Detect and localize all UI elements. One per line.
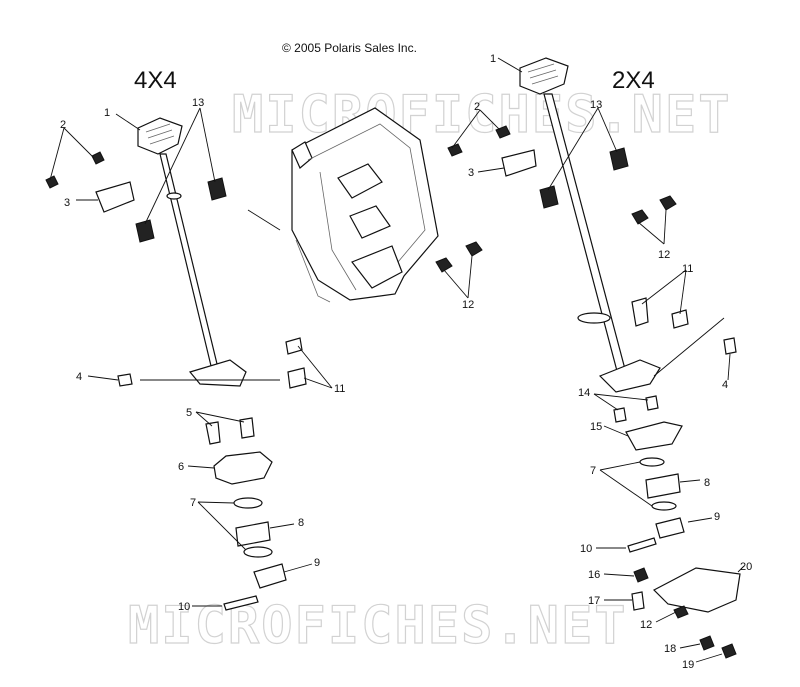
callout-right-3: 3 [468,167,474,179]
right-collar-9 [655,517,685,539]
callout-right-18: 18 [664,643,676,655]
right-fasteners [447,125,741,659]
right-washer-7b [651,501,677,511]
callout-right-16: 16 [588,569,600,581]
right-connector-13b [539,185,559,209]
right-leader-lines [451,57,745,663]
left-shaft-base [188,359,247,387]
callout-left-2: 2 [60,119,66,131]
callout-right-15: 15 [590,421,602,433]
left-bolt-5a [205,421,221,445]
left-clip-3 [95,181,135,213]
heading-4x4: 4X4 [134,67,177,94]
left-bolt-2a [91,151,105,165]
callout-left-1: 1 [104,107,110,119]
callout-left-8: 8 [298,517,304,529]
right-washer-7a [639,457,665,467]
callout-left-11: 11 [334,383,345,395]
frame-bracket [247,107,439,303]
callout-right-13: 13 [590,99,602,111]
nut-12b [465,241,483,257]
heading-2x4: 2X4 [612,67,655,94]
left-bolt-5b [239,417,255,439]
left-connector-13a [207,177,227,201]
right-handlebar-clamp [519,57,569,95]
right-connector-13a [609,147,629,171]
callout-right-10: 10 [580,543,592,555]
callout-right-8: 8 [704,477,710,489]
callout-left-9: 9 [314,557,320,569]
right-nut-12c [673,605,689,619]
right-bolt-2b [447,143,463,157]
left-washer-7a [233,497,263,509]
left-washer-7b [243,546,273,558]
right-bushing-8 [645,473,681,499]
left-pin-10 [223,595,259,611]
left-clamp-11a [285,337,303,355]
right-clamp-11b [671,309,689,329]
callout-right-14: 14 [578,387,590,399]
right-bracket-20 [652,567,741,613]
right-bolt-17 [631,591,645,611]
left-fasteners [45,151,307,611]
left-bushing-8 [235,521,271,547]
right-bolt-18 [699,635,715,651]
callout-right-9: 9 [714,511,720,523]
left-callouts: 1 2 3 4 5 6 7 8 9 10 11 13 12 [60,97,474,613]
callout-left-10: 10 [178,601,190,613]
callout-right-19: 19 [682,659,694,671]
right-bolt-14a [613,407,627,423]
callout-left-6: 6 [178,461,184,473]
watermark-bottom: MICROFICHES.NET [128,596,628,656]
callout-right-12a: 12 [658,249,670,261]
callout-right-12b: 12 [640,619,652,631]
callout-right-11: 11 [682,263,693,275]
right-bolt-14b [645,395,659,411]
callout-left-13: 13 [192,97,204,109]
right-shaft-base [598,359,661,393]
center-nuts-12 [435,241,483,299]
right-nut-12b [659,195,677,211]
callout-right-2: 2 [474,101,480,113]
left-leader-lines [49,107,333,607]
right-housing-15 [625,421,683,451]
callout-right-7: 7 [590,465,596,477]
callout-left-3: 3 [64,197,70,209]
left-steering-post [137,117,247,387]
right-bolt-4 [723,337,737,355]
left-clamp-11b [287,367,307,389]
right-nut-12a [631,209,649,225]
nut-12a [435,257,453,273]
left-collar-9 [253,563,287,589]
right-clamp-11a [631,297,649,327]
copyright-text: © 2005 Polaris Sales Inc. [282,41,417,55]
right-clip-3 [501,149,537,177]
right-pin-10 [627,537,657,553]
callout-left-4: 4 [76,371,82,383]
callout-right-4: 4 [722,379,728,391]
callout-left-7: 7 [190,497,196,509]
callout-left-12: 12 [462,299,474,311]
left-connector-13b [135,219,155,243]
left-handlebar-clamp [137,117,183,155]
left-bolt-4 [117,373,133,387]
callout-right-17: 17 [588,595,600,607]
callout-right-20: 20 [740,561,752,573]
callout-left-5: 5 [186,407,192,419]
right-steering-post [519,57,661,393]
right-callouts: 1 2 3 13 12 11 4 14 15 7 8 9 10 16 20 17… [468,53,752,671]
left-bolt-2b [45,175,59,189]
left-bearing-housing-6 [213,451,273,485]
callout-right-1: 1 [490,53,496,65]
right-nut-16 [633,567,649,583]
watermark-top: MICROFICHES.NET [232,85,732,145]
right-bolt-19 [721,643,737,659]
